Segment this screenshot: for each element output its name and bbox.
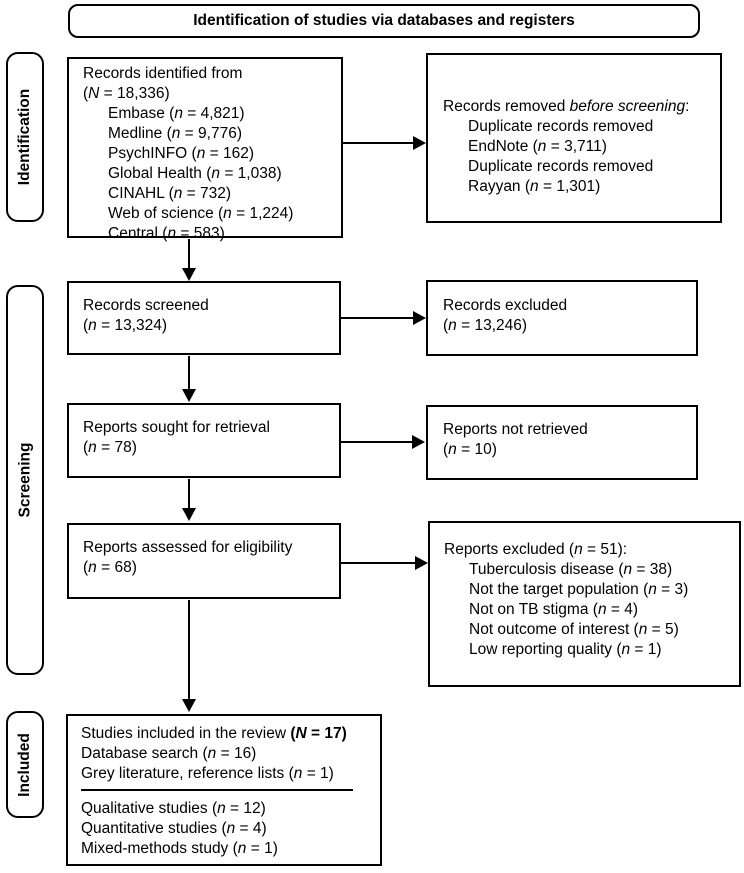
box-reports-excluded: Reports excluded (n = 51): Tuberculosis d…: [428, 521, 741, 687]
text-line: Reports sought for retrieval: [83, 419, 270, 436]
arrow-line: [341, 441, 413, 443]
text-line: Global Health (n = 1,038): [108, 165, 282, 182]
text-line: Web of science (n = 1,224): [108, 205, 294, 222]
text-line: (n = 13,246): [443, 317, 528, 334]
arrow-assessed-to-included: [182, 600, 196, 712]
arrow-assessed-to-excluded-reports: [341, 556, 428, 570]
text-line: Rayyan (n = 1,301): [468, 178, 601, 195]
arrow-head-down-icon: [182, 508, 196, 521]
text-line: Low reporting quality (n = 1): [469, 641, 662, 658]
separator-line: [81, 789, 353, 791]
text-line: Reports assessed for eligibility: [83, 539, 293, 556]
text-line: Medline (n = 9,776): [108, 125, 242, 142]
text-line: (n = 13,324): [83, 317, 168, 334]
arrow-head-down-icon: [182, 699, 196, 712]
arrow-line: [188, 239, 190, 269]
arrow-sought-to-assessed: [182, 479, 196, 521]
text-line: Records excluded: [443, 297, 568, 314]
arrow-line: [188, 356, 190, 390]
box-reports-assessed: Reports assessed for eligibility (n = 68): [67, 523, 341, 599]
arrow-head-right-icon: [412, 435, 425, 449]
text-line: Records screened: [83, 297, 209, 314]
text-line: Qualitative studies (n = 12): [81, 800, 266, 817]
box-reports-not-retrieved: Reports not retrieved (n = 10): [426, 405, 698, 480]
text-line: (n = 78): [83, 439, 137, 456]
arrow-head-right-icon: [413, 311, 426, 325]
text-line: (N = 18,336): [83, 85, 170, 102]
text-line: Records identified from: [83, 65, 243, 82]
text-line: Reports excluded (n = 51):: [444, 541, 628, 558]
text-line: Duplicate records removed: [468, 118, 654, 135]
text-line: Database search (n = 16): [81, 745, 257, 762]
box-records-removed-before-screening: Records removed before screening: Duplica…: [426, 53, 722, 223]
text-line: Records removed before screening:: [443, 98, 690, 115]
text-line: (n = 10): [443, 441, 497, 458]
text-line: Not on TB stigma (n = 4): [469, 601, 639, 618]
arrow-line: [343, 142, 414, 144]
arrow-head-right-icon: [413, 136, 426, 150]
studies-included-sources: Studies included in the review (N = 17) D…: [81, 724, 374, 784]
text-line: EndNote (n = 3,711): [468, 138, 607, 155]
box-reports-sought: Reports sought for retrieval (n = 78): [67, 403, 341, 478]
arrow-identified-to-screened: [182, 239, 196, 281]
studies-included-types: Qualitative studies (n = 12) Quantitative…: [81, 799, 374, 859]
text-line: Quantitative studies (n = 4): [81, 820, 267, 837]
box-studies-included: Studies included in the review (N = 17) D…: [66, 714, 382, 866]
stage-label-identification: Identification: [6, 52, 44, 222]
text-line: Central (n = 583): [108, 225, 225, 242]
text-line: Duplicate records removed: [468, 158, 654, 175]
text-line: Grey literature, reference lists (n = 1): [81, 765, 334, 782]
arrow-head-down-icon: [182, 389, 196, 402]
arrow-head-right-icon: [415, 556, 428, 570]
arrow-sought-to-not-retrieved: [341, 435, 425, 449]
text-line: (n = 68): [83, 559, 137, 576]
stage-label-included-text: Included: [16, 732, 34, 797]
arrow-line: [188, 600, 190, 700]
arrow-identified-to-removed: [343, 136, 426, 150]
text-line: Not the target population (n = 3): [469, 581, 689, 598]
text-line: Embase (n = 4,821): [108, 105, 245, 122]
arrow-line: [341, 317, 414, 319]
box-records-excluded: Records excluded (n = 13,246): [426, 280, 698, 356]
text-line: Mixed-methods study (n = 1): [81, 840, 278, 857]
stage-label-identification-text: Identification: [16, 88, 34, 186]
text-line: Not outcome of interest (n = 5): [469, 621, 679, 638]
arrow-line: [188, 479, 190, 509]
stage-label-screening-text: Screening: [16, 442, 34, 518]
stage-label-screening: Screening: [6, 285, 44, 675]
text-line: CINAHL (n = 732): [108, 185, 232, 202]
text-line: Reports not retrieved: [443, 421, 588, 438]
box-records-identified: Records identified from (N = 18,336) Embas…: [67, 57, 343, 242]
diagram-header: Identification of studies via databases …: [68, 4, 700, 38]
diagram-title: Identification of studies via databases …: [193, 12, 575, 29]
box-records-screened: Records screened (n = 13,324): [67, 281, 341, 355]
arrow-screened-to-excluded: [341, 311, 426, 325]
stage-label-included: Included: [6, 711, 44, 818]
text-line: PsychINFO (n = 162): [108, 145, 255, 162]
text-line: Tuberculosis disease (n = 38): [469, 561, 673, 578]
text-line: Studies included in the review (N = 17): [81, 725, 347, 742]
arrow-head-down-icon: [182, 268, 196, 281]
arrow-line: [341, 562, 416, 564]
arrow-screened-to-sought: [182, 356, 196, 402]
